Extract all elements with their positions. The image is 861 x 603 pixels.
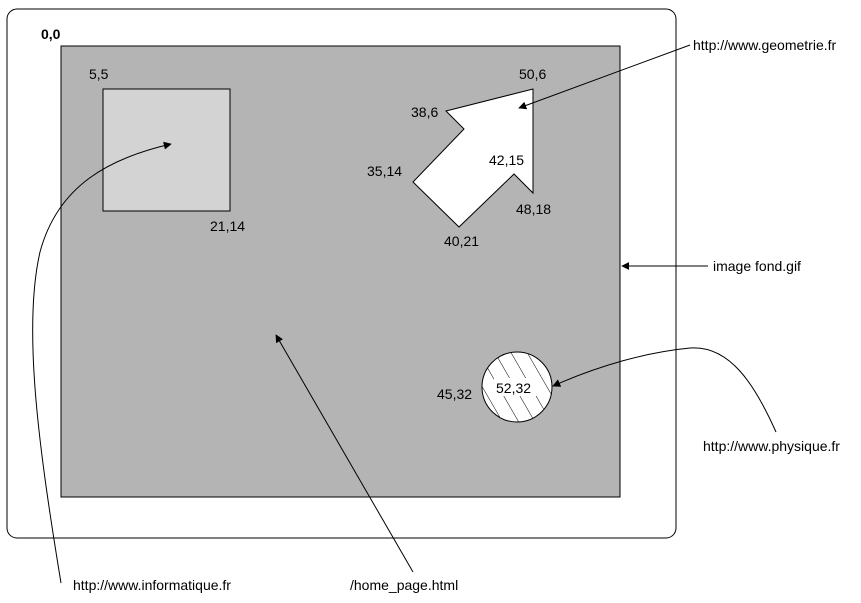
poly-vertex-label: 40,21 bbox=[444, 233, 479, 249]
arrow-geometrie bbox=[518, 44, 691, 110]
circle-edge-label: 45,32 bbox=[437, 386, 472, 402]
poly-vertex-label: 42,15 bbox=[489, 152, 524, 168]
origin-label: 0,0 bbox=[41, 26, 61, 42]
background-image-label: image fond.gif bbox=[713, 258, 801, 274]
link-physique[interactable]: http://www.physique.fr bbox=[703, 438, 840, 454]
poly-vertex-label: 35,14 bbox=[367, 163, 402, 179]
poly-vertex-label: 50,6 bbox=[519, 66, 546, 82]
link-informatique[interactable]: http://www.informatique.fr bbox=[73, 577, 231, 593]
rect-bottom-right-label: 21,14 bbox=[210, 218, 245, 234]
arrow-physique bbox=[552, 347, 777, 433]
link-geometrie[interactable]: http://www.geometrie.fr bbox=[693, 37, 837, 53]
poly-hotspot[interactable] bbox=[412, 88, 534, 228]
link-home-page[interactable]: /home_page.html bbox=[350, 577, 458, 593]
arrow-informatique bbox=[32, 141, 172, 584]
rect-hotspot[interactable] bbox=[102, 88, 231, 212]
arrow-home-page bbox=[275, 334, 414, 573]
poly-vertex-label: 38,6 bbox=[411, 104, 438, 120]
rect-top-left-label: 5,5 bbox=[89, 66, 109, 82]
circle-center-label: 52,32 bbox=[496, 380, 531, 396]
circle-hotspot[interactable] bbox=[481, 351, 553, 423]
poly-vertex-label: 48,18 bbox=[516, 201, 551, 217]
